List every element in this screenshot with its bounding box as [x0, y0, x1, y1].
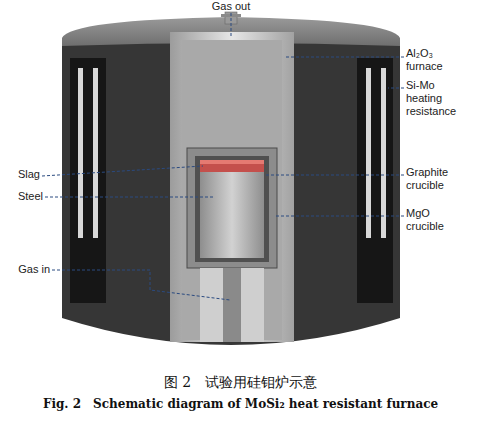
heating-chamber	[70, 58, 106, 303]
caption-english: Fig. 2 Schematic diagram of MoSi₂ heat r…	[0, 398, 481, 411]
slag-surface	[200, 160, 264, 164]
heating-element	[93, 68, 98, 238]
part-label: Si-Mo heating resistance	[406, 79, 466, 118]
part-label: Al₂O₃ furnace	[406, 47, 458, 73]
steel-melt	[200, 172, 264, 258]
part-label: Graphite crucible	[406, 166, 464, 192]
support-rod	[200, 268, 264, 342]
gas-out-label: Gas out	[201, 0, 261, 13]
gas-channel	[223, 268, 241, 342]
part-label: MgO crucible	[406, 207, 464, 233]
graphite-crucible	[195, 156, 269, 262]
heating-element	[366, 68, 371, 238]
heating-chamber	[357, 58, 393, 303]
leader-lines	[42, 13, 404, 300]
heating-element	[381, 68, 386, 238]
gas-in-label: Gas in	[2, 263, 50, 276]
slag-layer	[200, 164, 264, 172]
alumina-tube	[170, 32, 294, 342]
mgo-crucible	[187, 148, 277, 268]
part-label: Steel	[2, 190, 43, 203]
caption: 图 2 试验用硅钼炉示意	[0, 374, 481, 392]
heating-element	[78, 68, 83, 238]
part-label: Slag	[2, 168, 40, 181]
